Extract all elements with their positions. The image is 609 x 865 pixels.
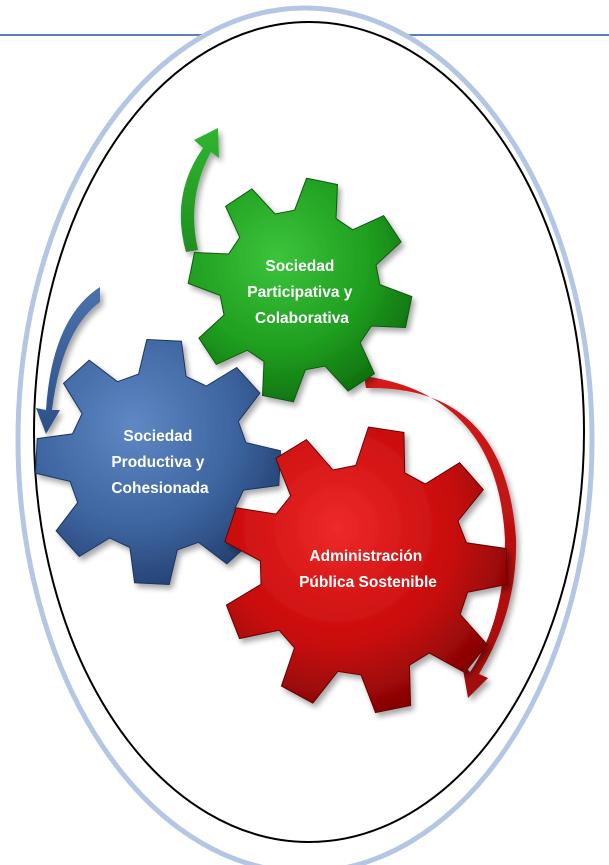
blue-curved-arrow	[36, 287, 100, 434]
gear-green	[187, 177, 413, 403]
gear-blue-shape	[34, 338, 282, 586]
gear-green-label-line: Colaborativa	[255, 310, 349, 327]
gear-red	[224, 426, 508, 714]
green-curved-arrow	[180, 128, 219, 252]
gear-red-label-line: Pública Sostenible	[299, 574, 437, 591]
gear-green-label: Sociedad Participativa y Colaborativa	[247, 258, 356, 327]
gear-green-label-line: Sociedad	[265, 258, 334, 275]
gear-blue-label-line: Productiva y	[111, 454, 204, 471]
gear-blue	[34, 338, 282, 586]
gear-red-label-line: Administración	[309, 548, 422, 565]
gear-green-label-line: Participativa y	[247, 284, 352, 301]
gear-red-shape	[224, 426, 508, 714]
gear-red-label: Administración Pública Sostenible	[299, 548, 437, 591]
gear-green-shape	[187, 177, 413, 403]
inner-ellipse	[33, 21, 585, 843]
gear-blue-label-line: Sociedad	[123, 428, 192, 445]
gear-blue-label-line: Cohesionada	[111, 480, 209, 497]
gear-blue-label: Sociedad Productiva y Cohesionada	[111, 428, 209, 497]
